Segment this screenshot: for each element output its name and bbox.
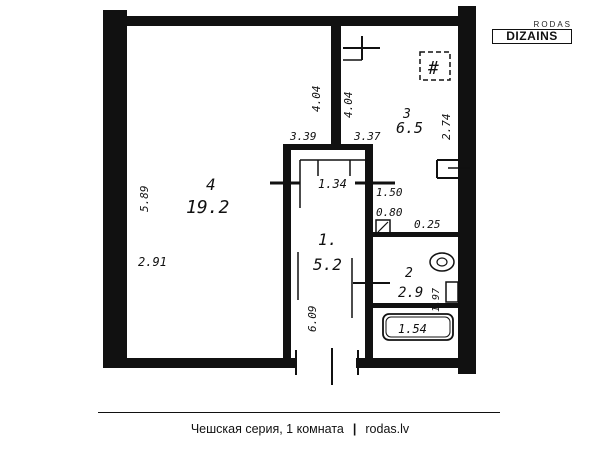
dim-337: 3.37 (353, 130, 381, 143)
door-marks (270, 36, 470, 385)
fixtures: # (375, 51, 459, 341)
wall-corridor-top (283, 144, 373, 150)
wall-bottom-right (356, 358, 476, 368)
dim-609: 6.09 (306, 306, 319, 333)
dim-339: 3.39 (289, 130, 317, 143)
room4-number: 4 (206, 175, 216, 194)
wall-room4-room3 (331, 26, 341, 144)
caption-site-link[interactable]: rodas.lv (365, 422, 410, 436)
room1-area: 5.2 (313, 255, 342, 274)
sink-icon (375, 219, 391, 235)
interior (127, 26, 458, 358)
room2-number: 2 (405, 266, 413, 281)
bathtub-icon (382, 313, 454, 341)
room3-number: 3 (402, 107, 411, 122)
caption-separator: | (352, 422, 357, 436)
wall-bath-top (373, 303, 458, 308)
room4-area: 19.2 (186, 197, 229, 218)
wall-corridor-right (365, 144, 373, 358)
dim-291: 2.91 (138, 255, 167, 269)
interior-walls (283, 26, 458, 358)
dim-080: 0.80 (376, 206, 403, 219)
dim-154: 1.54 (398, 322, 427, 336)
room1-number: 1. (318, 230, 337, 249)
room-labels: 4 19.2 1. 5.2 3 6.5 2 2.9 (186, 107, 423, 301)
dim-150: 1.50 (376, 186, 403, 199)
room3-area: 6.5 (396, 119, 423, 137)
brand-top-text: RODAS (533, 20, 572, 29)
dim-404b: 4.04 (342, 92, 355, 119)
wall-bottom-left (103, 358, 295, 368)
brand-name: DIZAINS (492, 29, 572, 44)
caption-series: Чешская серия, 1 комната (190, 422, 344, 436)
room2-area: 2.9 (398, 285, 423, 301)
dim-134: 1.34 (318, 177, 347, 191)
caption: Чешская серия, 1 комната | rodas.lv (0, 422, 600, 436)
wall-right (458, 6, 476, 374)
wall-top (127, 16, 462, 26)
toilet-icon (429, 252, 455, 272)
wall-corridor-left (283, 144, 291, 358)
dim-197: 1.97 (431, 288, 442, 312)
stove-icon (419, 51, 451, 81)
dim-025: 0.25 (414, 218, 441, 231)
floor-plan: # 4 19.2 1. 5.2 3 6.5 2 2.9 5.89 2.91 4.… (103, 6, 476, 385)
stove-grid-icon: # (427, 58, 439, 79)
dim-274: 2.74 (440, 114, 453, 141)
dim-589: 5.89 (138, 186, 151, 213)
wall-left (103, 10, 127, 365)
wall-wc-top (373, 232, 458, 237)
brand-logo[interactable]: RODAS DIZAINS (492, 20, 576, 46)
dim-404a: 4.04 (310, 86, 323, 113)
basin-icon (445, 281, 459, 303)
caption-divider (98, 412, 500, 413)
dimension-labels: 5.89 2.91 4.04 4.04 2.74 3.39 3.37 1. 34 … (138, 86, 453, 337)
